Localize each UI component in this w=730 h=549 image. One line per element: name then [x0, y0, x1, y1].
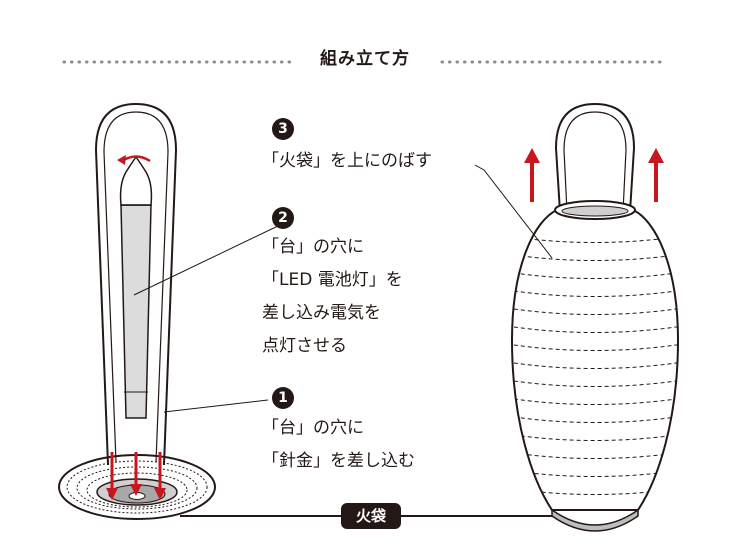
- wire-frame: [94, 102, 178, 466]
- step-2-line-4: 点灯させる: [262, 336, 347, 356]
- page-title: 組み立て方: [0, 44, 730, 69]
- led-lamp: [119, 155, 153, 419]
- step-1-number-badge: 1: [272, 387, 294, 409]
- twist-arrow-icon: [117, 155, 151, 165]
- step-2-text: 「台」の穴に 「LED 電池灯」を 差し込み電気を 点灯させる: [262, 231, 403, 363]
- leader-lines: [133, 164, 553, 413]
- pull-up-arrows-icon: [524, 148, 664, 202]
- lantern-handle: [554, 102, 636, 213]
- step-1-line-1: 「台」の穴に: [262, 418, 364, 438]
- step-2-number-badge: 2: [272, 207, 294, 229]
- step-2-line-3: 差し込み電気を: [262, 303, 381, 323]
- lantern-label: 火袋: [341, 503, 401, 529]
- lantern-body: [510, 200, 680, 532]
- insert-arrows-icon: [106, 452, 166, 500]
- step-2-line-1: 「台」の穴に: [262, 237, 364, 257]
- step-1-line-2: 「針金」を差し込む: [262, 451, 415, 471]
- step-2-line-2: 「LED 電池灯」を: [262, 270, 403, 290]
- step-1-text: 「台」の穴に 「針金」を差し込む: [262, 412, 415, 478]
- step-3-number-badge: 3: [272, 118, 294, 140]
- step-3-text: 「火袋」を上にのばす: [262, 145, 432, 178]
- step-3-line-1: 「火袋」を上にのばす: [262, 151, 432, 171]
